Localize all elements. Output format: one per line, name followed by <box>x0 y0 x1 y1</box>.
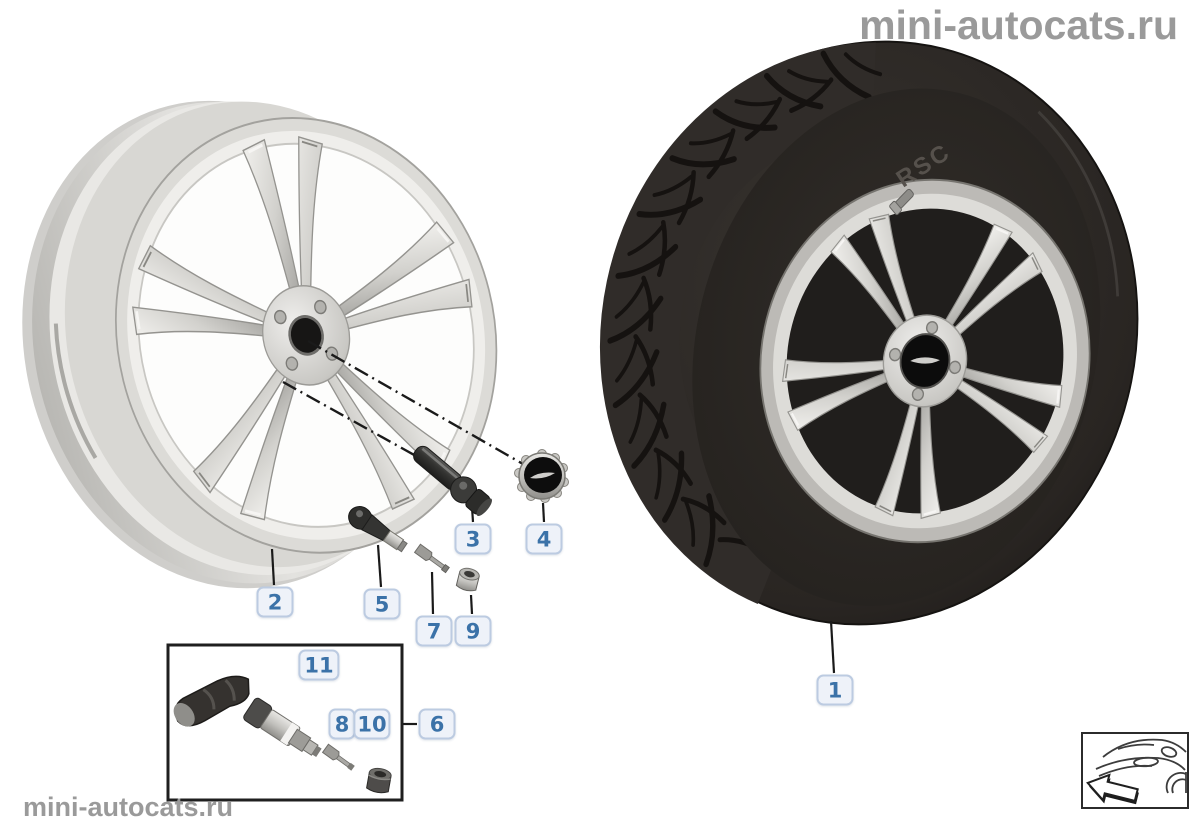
axis-line-to-cap <box>307 339 524 466</box>
valve-stem-illustration <box>348 506 408 553</box>
leader-1 <box>829 620 836 674</box>
alloy-wheel-illustration <box>22 100 498 589</box>
callout-9[interactable]: 9 <box>454 615 492 647</box>
callout-4[interactable]: 4 <box>525 523 563 555</box>
mini-center-cap-emblem <box>899 333 951 389</box>
watermark-top-right: mini-autocats.ru <box>859 2 1178 48</box>
tpms-sensor-valve-illustration <box>243 697 322 758</box>
callout-6[interactable]: 6 <box>418 708 456 740</box>
callout-10[interactable]: 10 <box>353 708 391 740</box>
valve-core-illustration <box>413 543 450 574</box>
valve-cap-illustration <box>455 567 480 592</box>
leader-4 <box>541 502 546 523</box>
leader-2 <box>270 548 276 586</box>
callout-5[interactable]: 5 <box>363 588 401 620</box>
wheel-with-tire-illustration: RSC <box>599 0 1139 626</box>
leader-5 <box>376 544 383 588</box>
tpms-housing-illustration <box>173 675 250 727</box>
car-front-sketch-icon <box>1095 738 1187 794</box>
direction-arrow-icon <box>1086 773 1139 805</box>
hub-cap-illustration <box>514 449 569 503</box>
kit-valve-cap-illustration <box>366 767 392 794</box>
axis-line-to-bolt <box>282 380 453 478</box>
direction-legend-box <box>1081 732 1189 809</box>
assembly-axis-lines <box>282 339 524 478</box>
callout-1[interactable]: 1 <box>816 674 854 706</box>
wheel-bolt-illustration <box>413 445 492 517</box>
callout-11[interactable]: 11 <box>298 649 340 681</box>
leader-7 <box>430 571 435 615</box>
callout-8[interactable]: 8 <box>328 708 356 740</box>
watermark-bottom-left: mini-autocats.ru <box>23 792 234 822</box>
callout-3[interactable]: 3 <box>454 523 492 555</box>
callout-7[interactable]: 7 <box>415 615 453 647</box>
callout-2[interactable]: 2 <box>256 586 294 618</box>
kit-valve-core-illustration <box>321 743 355 771</box>
leader-9 <box>469 594 474 615</box>
tire-valve-on-rim <box>889 188 914 216</box>
